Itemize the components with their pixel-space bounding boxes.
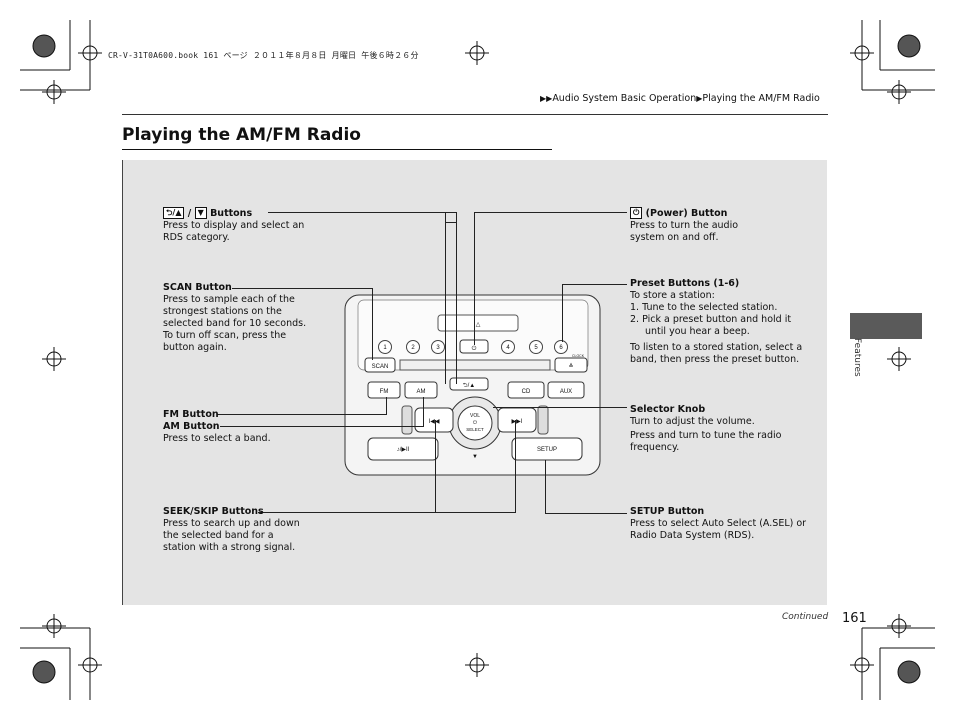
nav-buttons-title: Buttons	[210, 207, 253, 219]
preset-3-button	[431, 340, 445, 354]
preset-title: Preset Buttons (1-6)	[630, 278, 740, 289]
page-title: Playing the AM/FM Radio	[122, 125, 361, 145]
leader-setup-v	[545, 460, 546, 514]
svg-text:▼: ▼	[472, 454, 478, 460]
svg-text:AUX: AUX	[560, 389, 572, 395]
selector-knob	[457, 405, 493, 441]
scan-callout: SCAN Button Press to sample each of the …	[163, 282, 307, 353]
svg-text:SETUP: SETUP	[537, 447, 557, 453]
svg-text:4: 4	[506, 345, 510, 351]
svg-text:6: 6	[559, 345, 563, 351]
svg-text:♪/▶II: ♪/▶II	[397, 447, 410, 453]
leader-seek-v2	[515, 420, 516, 513]
aux-button	[547, 381, 585, 399]
seek-next-button	[497, 407, 537, 433]
breadcrumb-section-link[interactable]: Audio System Basic Operation	[552, 93, 697, 104]
back-up-icon: ⮌/▲	[163, 207, 185, 219]
preset-1-button	[378, 340, 392, 354]
leader-seek-h	[258, 512, 516, 513]
leader-scan-v	[372, 288, 373, 360]
svg-text:2: 2	[411, 345, 415, 351]
scan-title: SCAN Button	[163, 282, 232, 293]
continued-link[interactable]: Continued	[782, 612, 829, 622]
breadcrumb-current: Playing the AM/FM Radio	[702, 93, 820, 104]
svg-text:5: 5	[534, 345, 538, 351]
leader-am-v	[423, 397, 424, 427]
nav-buttons-text-1: Press to display and select an	[163, 219, 305, 231]
leader-power-h	[474, 212, 627, 213]
svg-text:I◀◀: I◀◀	[429, 419, 440, 425]
svg-text:SELECT: SELECT	[466, 427, 484, 432]
breadcrumb-separator: ▶	[696, 94, 703, 103]
play-pause-button	[367, 437, 439, 461]
leader-seek-v1	[435, 420, 436, 513]
svg-text:SCAN: SCAN	[372, 364, 389, 370]
seek-prev-button	[414, 407, 454, 433]
page-number: 161	[842, 611, 867, 626]
fm-am-callout: FM Button AM Button Press to select a ba…	[163, 409, 271, 444]
leader-preset-h	[562, 284, 627, 285]
fm-button	[367, 381, 401, 399]
leader-setup-h	[545, 513, 627, 514]
svg-text:FM: FM	[380, 389, 389, 395]
fm-title: FM Button	[163, 409, 219, 420]
leader-nav-h2	[445, 222, 457, 223]
breadcrumb: ▶▶Audio System Basic Operation▶Playing t…	[540, 93, 820, 104]
down-arrow-icon: ▼	[194, 207, 207, 219]
power-icon: ⏻	[630, 207, 643, 219]
leader-power-v	[474, 212, 475, 345]
preset-6-button	[554, 340, 568, 354]
setup-title: SETUP Button	[630, 506, 705, 517]
power-callout: ⏻ (Power) Button Press to turn the audio…	[630, 207, 739, 243]
back-up-button	[449, 377, 489, 391]
svg-text:⏻: ⏻	[473, 420, 477, 426]
nav-buttons-text-2: RDS category.	[163, 231, 230, 243]
preset-5-button	[529, 340, 543, 354]
breadcrumb-arrows: ▶▶	[540, 94, 553, 103]
svg-text:▶▶I: ▶▶I	[512, 419, 523, 425]
eject-button	[554, 357, 588, 373]
leader-nav-h	[268, 212, 456, 213]
cd-button	[507, 381, 545, 399]
am-button	[404, 381, 438, 399]
leader-selector-h	[493, 407, 627, 408]
features-side-label: Features	[852, 338, 862, 377]
svg-text:CLOCK: CLOCK	[572, 354, 585, 358]
svg-text:AM: AM	[417, 389, 426, 395]
selector-title: Selector Knob	[630, 404, 706, 415]
title-rule	[122, 149, 552, 150]
seek-callout: SEEK/SKIP Buttons Press to search up and…	[163, 506, 300, 553]
leader-am-h	[220, 426, 424, 427]
svg-text:⮌/▲: ⮌/▲	[463, 382, 475, 389]
svg-text:VOL: VOL	[470, 413, 480, 419]
setup-button	[511, 437, 583, 461]
leader-nav-v1	[445, 212, 446, 384]
leader-fm-h	[217, 414, 387, 415]
am-title: AM Button	[163, 421, 220, 432]
features-side-tab[interactable]	[850, 313, 922, 339]
leader-nav-v2	[456, 212, 457, 384]
svg-text:△: △	[476, 322, 481, 328]
svg-text:⏻: ⏻	[472, 345, 477, 352]
setup-callout: SETUP Button Press to select Auto Select…	[630, 506, 807, 541]
radio-unit-diagram: 1 2 3 4 5 6 ⏻ △ SCAN ≜ FM AM CD AUX ⮌/▲ …	[344, 294, 601, 476]
top-rule	[122, 114, 828, 115]
leader-preset-v	[562, 284, 563, 342]
svg-text:3: 3	[436, 345, 440, 351]
preset-4-button	[501, 340, 515, 354]
svg-text:CD: CD	[522, 389, 531, 395]
selector-callout: Selector Knob Turn to adjust the volume.…	[630, 404, 782, 453]
seek-title: SEEK/SKIP Buttons	[163, 506, 264, 517]
leader-fm-v	[386, 397, 387, 415]
nav-buttons-callout: ⮌/▲ / ▼ Buttons Press to display and sel…	[163, 207, 305, 243]
preset-2-button	[406, 340, 420, 354]
scan-button	[364, 357, 396, 373]
preset-callout: Preset Buttons (1-6) To store a station:…	[630, 278, 803, 365]
power-title: (Power) Button	[645, 207, 728, 219]
svg-text:1: 1	[383, 345, 387, 351]
leader-scan-h	[232, 288, 373, 289]
svg-text:≜: ≜	[568, 362, 573, 370]
print-header-note: CR-V-31T0A600.book 161 ページ ２０１１年８月８日 月曜日…	[108, 51, 419, 60]
